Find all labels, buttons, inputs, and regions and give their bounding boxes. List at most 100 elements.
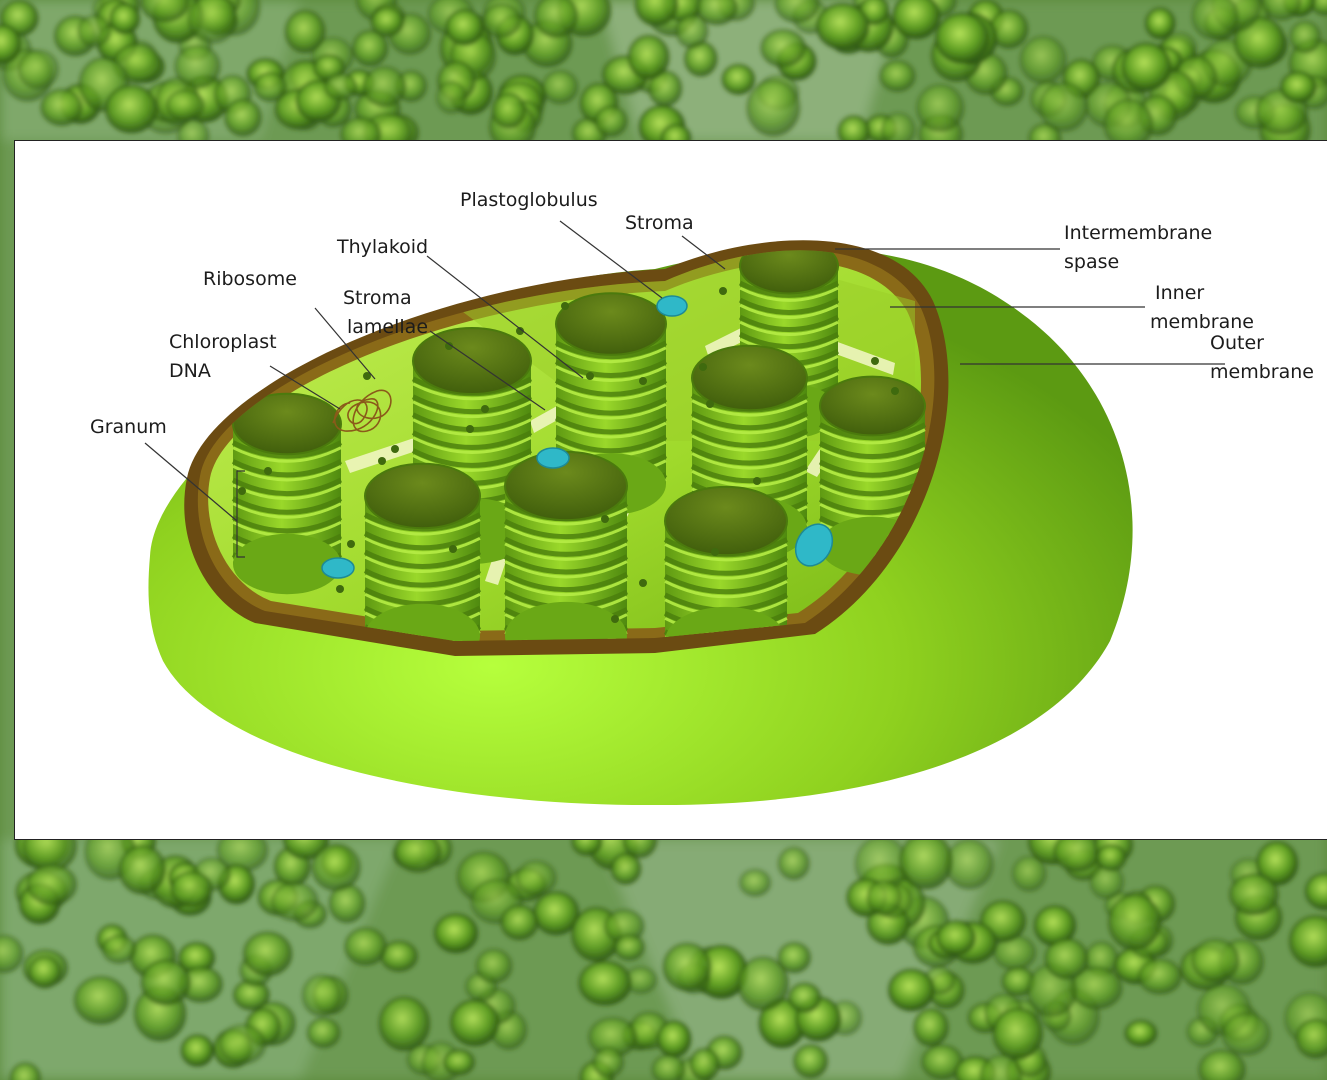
bg-cell	[435, 914, 477, 951]
bg-cell	[286, 11, 324, 52]
ribosome-dot	[481, 405, 489, 413]
bg-cell	[447, 10, 483, 44]
bg-cell	[142, 961, 190, 1005]
label-outer-membrane-1: Outer	[1210, 329, 1264, 357]
bg-cell	[894, 0, 940, 38]
bg-cell	[1192, 940, 1238, 981]
bg-cell	[28, 865, 76, 904]
bg-cell	[437, 82, 466, 112]
bg-cell	[79, 16, 111, 46]
bg-cell	[182, 1036, 213, 1066]
bg-cell	[881, 61, 915, 90]
bg-cell	[612, 854, 640, 883]
label-plastoglobulus: Plastoglobulus	[460, 186, 598, 214]
plastoglobulus-3	[322, 558, 354, 578]
bg-cell	[172, 872, 212, 906]
label-ribosome: Ribosome	[203, 265, 297, 293]
bg-cell	[1297, 1020, 1327, 1058]
bg-cell	[795, 1046, 827, 1078]
bg-cell	[1146, 9, 1174, 39]
ribosome-dot	[238, 487, 246, 495]
plastoglobulus-1	[657, 296, 687, 316]
bg-cell	[596, 107, 627, 136]
bg-cell	[1046, 939, 1088, 978]
bg-cell	[1013, 857, 1045, 891]
label-stroma-lamellae-1: Stroma	[343, 284, 412, 312]
label-intermembrane-1: Intermembrane	[1064, 219, 1212, 247]
bg-cell	[272, 883, 317, 920]
bg-cell	[19, 51, 58, 88]
bg-cell	[917, 85, 963, 131]
bg-cell	[42, 90, 82, 125]
bg-cell	[936, 14, 988, 63]
bg-cell	[353, 31, 387, 65]
ribosome-dot	[466, 425, 474, 433]
bg-cell	[994, 1009, 1042, 1059]
bg-cell	[534, 892, 578, 934]
ribosome-dot	[449, 545, 457, 553]
bg-cell	[664, 944, 710, 990]
bg-cell	[789, 984, 820, 1012]
ribosome-dot	[601, 515, 609, 523]
label-outer-membrane-2: membrane	[1210, 358, 1314, 386]
bg-cell	[380, 998, 429, 1050]
bg-cell	[868, 881, 901, 914]
bg-cell	[629, 36, 668, 79]
bg-cell	[817, 4, 868, 49]
ribosome-dot	[753, 477, 761, 485]
bg-cell	[346, 929, 386, 965]
ribosome-dot	[891, 387, 899, 395]
bg-cell	[901, 834, 952, 888]
bg-cell	[111, 4, 139, 33]
bg-cell	[244, 933, 291, 975]
ribosome-dot	[347, 540, 355, 548]
ribosome-dot	[711, 548, 719, 556]
bg-cell	[493, 94, 525, 127]
ribosome-dot	[639, 579, 647, 587]
bg-cell	[1193, 0, 1238, 39]
label-stroma-lamellae-2: lamellae	[347, 313, 428, 341]
bg-cell	[1281, 72, 1315, 102]
bg-cell	[543, 71, 577, 103]
bg-cell	[308, 1019, 339, 1047]
ribosome-dot	[391, 445, 399, 453]
bg-cell	[691, 1049, 719, 1079]
label-chloroplast-dna-2: DNA	[169, 357, 211, 385]
ribosome-dot	[611, 615, 619, 623]
bg-cell	[748, 81, 799, 136]
bg-cell	[189, 0, 237, 43]
bg-cell	[372, 8, 403, 36]
bg-cell	[779, 848, 809, 879]
bg-cell	[1223, 1014, 1270, 1055]
ribosome-dot	[699, 363, 707, 371]
label-thylakoid: Thylakoid	[337, 233, 428, 261]
bg-cell	[1123, 44, 1171, 90]
bg-cell	[220, 1025, 265, 1063]
bg-cell	[1126, 1021, 1156, 1045]
bg-cell	[29, 957, 60, 987]
bg-cell	[889, 970, 933, 1010]
ribosome-dot	[561, 302, 569, 310]
bg-cell	[176, 46, 220, 88]
bg-cell	[313, 845, 360, 890]
bg-cell	[762, 30, 805, 66]
bg-cell	[1230, 875, 1277, 915]
bg-cell	[517, 862, 555, 895]
bg-cell	[502, 906, 538, 939]
label-granum: Granum	[90, 413, 167, 441]
label-intermembrane-2: spase	[1064, 248, 1119, 276]
bg-cell	[103, 936, 135, 963]
bg-cell	[255, 73, 286, 101]
bg-cell	[364, 67, 405, 106]
label-chloroplast-dna-1: Chloroplast	[169, 328, 277, 356]
bg-cell	[1291, 22, 1320, 52]
bg-cell	[1097, 845, 1125, 870]
diagram-panel: Plastoglobulus Stroma Thylakoid Ribosome…	[14, 140, 1327, 840]
bg-cell	[677, 15, 707, 47]
ribosome-dot	[336, 585, 344, 593]
bg-cell	[451, 1001, 498, 1045]
ribosome-dot	[719, 287, 727, 295]
plastoglobulus-2	[537, 448, 569, 468]
bg-cell	[444, 1050, 474, 1074]
bg-cell	[226, 100, 261, 135]
